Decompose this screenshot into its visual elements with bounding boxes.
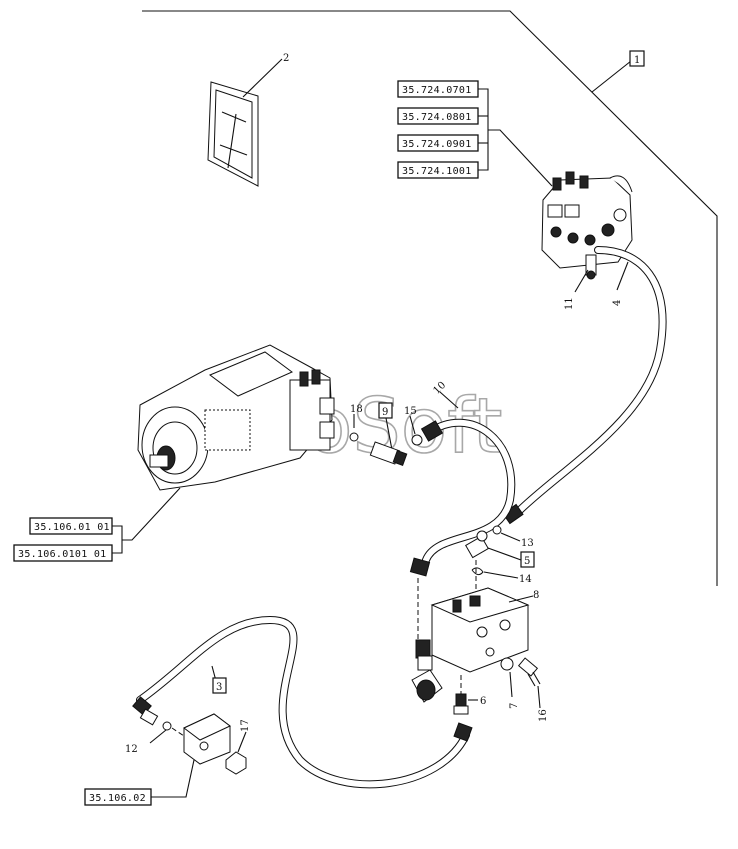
callout-12: 12 [125, 744, 138, 755]
item-5-leader [487, 547, 522, 561]
valve-ref-1: 35.724.0701 [402, 85, 472, 96]
item-9: 9 [382, 407, 388, 418]
callout-17-leader [237, 731, 247, 753]
hydraulic-pump[interactable] [137, 344, 335, 491]
flow-dash-4 [171, 727, 185, 737]
block-ref: 35.106.02 [89, 793, 146, 804]
hose-4[interactable] [502, 246, 667, 525]
valve-block[interactable] [415, 587, 530, 673]
o-ring-13[interactable] [492, 525, 502, 535]
decal-sheet[interactable] [207, 81, 259, 187]
callout-14-leader [483, 571, 519, 579]
callout-6: 6 [480, 696, 486, 707]
item-9-leader [385, 417, 393, 451]
callout-7: 7 [509, 703, 520, 709]
assembly-bracket-line [142, 10, 718, 586]
valve-ref-4: 35.724.1001 [402, 166, 472, 177]
callout-12-leader [149, 729, 167, 744]
callout-4: 4 [612, 300, 623, 306]
o-ring-15[interactable] [411, 434, 423, 446]
fitting-6[interactable] [453, 693, 469, 715]
callout-10-leader [439, 391, 459, 409]
elbow-fitting-9[interactable] [369, 441, 408, 466]
callout-16-leader [537, 685, 541, 709]
o-ring-14[interactable] [471, 567, 484, 576]
callout-15: 15 [404, 406, 417, 417]
item-5: 5 [524, 556, 530, 567]
callout-18: 18 [350, 404, 363, 415]
item-3-box[interactable] [212, 677, 227, 694]
hose-10[interactable] [409, 418, 516, 577]
assembly-leader [591, 60, 632, 93]
control-valve[interactable] [541, 171, 633, 280]
callout-17: 17 [240, 719, 251, 732]
callout-14: 14 [519, 574, 532, 585]
washer-7[interactable] [500, 657, 514, 671]
block-ref-leader [151, 759, 195, 798]
item-5-box[interactable] [520, 551, 535, 568]
bolt-16[interactable] [517, 657, 541, 687]
callout-8: 8 [533, 590, 539, 601]
valve-reference-group: 35.724.0701 35.724.0801 35.724.0901 35.7… [397, 80, 553, 187]
adapter-fitting-5[interactable] [465, 530, 489, 559]
callout-11: 11 [564, 297, 575, 310]
callout-11-leader [574, 269, 589, 293]
callout-4-leader [616, 261, 629, 291]
assembly-label: 1 [634, 55, 640, 66]
callout-15-leader [409, 415, 416, 435]
item-9-box[interactable] [378, 402, 393, 419]
callout-7-leader [509, 671, 513, 698]
callout-2: 2 [283, 53, 289, 64]
callout-16: 16 [538, 709, 549, 722]
callout-13-leader [500, 532, 521, 542]
o-ring-18[interactable] [349, 432, 359, 442]
tee-block-17[interactable] [183, 713, 231, 765]
valve-ref-2: 35.724.0801 [402, 112, 472, 123]
pump-ref-1: 35.106.01 01 [34, 522, 110, 533]
callout-2-leader [242, 58, 283, 98]
pump-ref-2: 35.106.0101 01 [18, 549, 107, 560]
pump-reference-group: 35.106.01 01 35.106.0101 01 [13, 487, 181, 562]
item-3: 3 [216, 682, 222, 693]
callout-13: 13 [521, 538, 534, 549]
valve-ref-3: 35.724.0901 [402, 139, 472, 150]
callout-8-leader [508, 595, 534, 603]
cap-17[interactable] [225, 751, 247, 775]
solenoid-coil[interactable] [411, 655, 443, 703]
assembly-label-box[interactable] [629, 50, 645, 67]
union-fitting-12[interactable] [139, 708, 172, 731]
